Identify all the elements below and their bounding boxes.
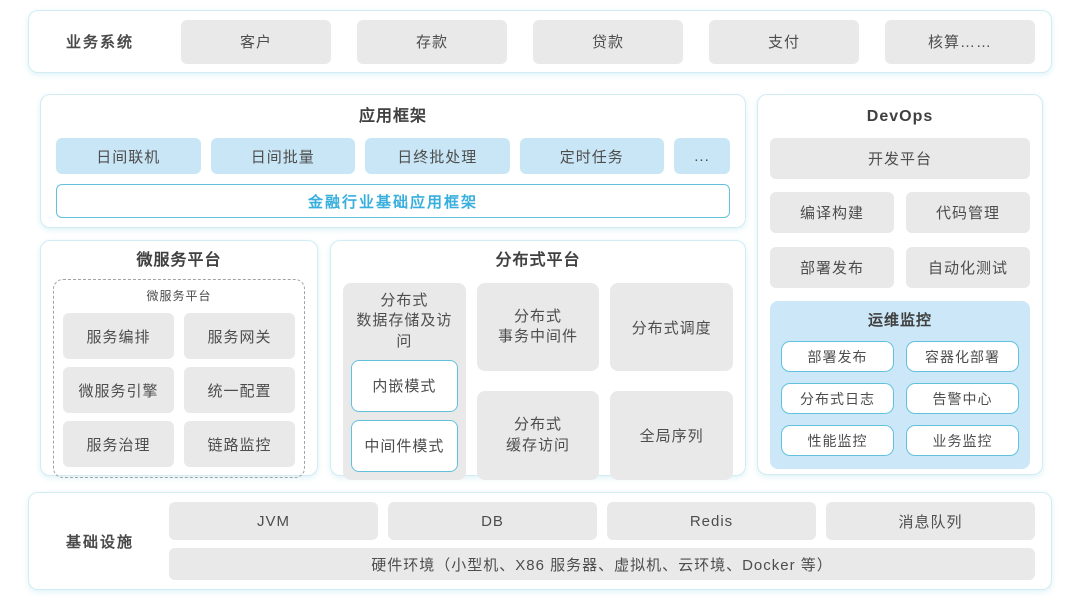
microservice-inner-title: 微服务平台: [146, 289, 212, 303]
devops-panel: DevOps 开发平台 编译构建 代码管理 部署发布 自动化测试 运维监控 部署…: [757, 94, 1043, 475]
af-item-eod-batch: 日终批处理: [365, 138, 510, 174]
monitor-item-biz-monitor: 业务监控: [906, 425, 1019, 456]
ms-item-service-governance: 服务治理: [63, 421, 174, 467]
ds-middle-column: 分布式 事务中间件 分布式 缓存访问: [476, 283, 600, 480]
ds-cache-access: 分布式 缓存访问: [476, 391, 600, 480]
ds-global-sequence: 全局序列: [610, 391, 733, 480]
distributed-grid: 分布式 数据存储及访问 内嵌模式 中间件模式 分布式 事务中间件 分布式 缓存访…: [343, 283, 733, 480]
monitor-item-deploy-release: 部署发布: [781, 341, 894, 372]
business-item-customer: 客户: [181, 19, 331, 64]
infrastructure-panel: 基础设施 JVM DB Redis 消息队列 硬件环境（小型机、X86 服务器、…: [28, 492, 1052, 590]
devops-item-build: 编译构建: [770, 192, 894, 233]
infra-item-db: DB: [388, 502, 597, 540]
business-systems-panel: 业务系统 客户 存款 贷款 支付 核算……: [28, 10, 1052, 73]
app-framework-panel: 应用框架 日间联机 日间批量 日终批处理 定时任务 ... 金融行业基础应用框架: [40, 94, 746, 228]
microservice-inner-box: 微服务平台 服务编排 服务网关 微服务引擎 统一配置 服务治理 链路监控: [53, 279, 305, 478]
ds-tx-middleware: 分布式 事务中间件: [476, 283, 600, 372]
infra-item-jvm: JVM: [169, 502, 378, 540]
microservice-platform-title: 微服务平台: [136, 252, 222, 269]
infrastructure-content: JVM DB Redis 消息队列 硬件环境（小型机、X86 服务器、虚拟机、云…: [169, 502, 1035, 580]
finance-base-framework-bar: 金融行业基础应用框架: [56, 184, 730, 218]
af-item-daytime-batch: 日间批量: [210, 138, 355, 174]
business-systems-label: 业务系统: [65, 34, 134, 51]
business-item-payment: 支付: [709, 19, 859, 64]
monitor-item-container-deploy: 容器化部署: [906, 341, 1019, 372]
ms-item-service-orchestration: 服务编排: [63, 313, 174, 359]
ms-item-unified-config: 统一配置: [184, 367, 295, 413]
devops-item-auto-test: 自动化测试: [906, 247, 1030, 288]
ds-scheduling: 分布式调度: [610, 283, 733, 372]
infrastructure-label: 基础设施: [65, 533, 134, 551]
distributed-platform-panel: 分布式平台 分布式 数据存储及访问 内嵌模式 中间件模式 分布式 事务中间件 分…: [330, 240, 746, 480]
ops-monitor-items: 部署发布 容器化部署 分布式日志 告警中心 性能监控 业务监控: [781, 341, 1019, 456]
devops-item-deploy: 部署发布: [770, 247, 894, 288]
microservice-platform-panel: 微服务平台 微服务平台 服务编排 服务网关 微服务引擎 统一配置 服务治理 链路…: [40, 240, 318, 478]
ds-embedded-mode: 内嵌模式: [351, 359, 458, 412]
ops-monitor-title: 运维监控: [867, 312, 932, 329]
monitor-item-alert-center: 告警中心: [906, 383, 1019, 414]
ds-data-storage-box: 分布式 数据存储及访问 内嵌模式 中间件模式: [343, 283, 466, 480]
business-item-deposit: 存款: [357, 19, 507, 64]
distributed-platform-title: 分布式平台: [495, 252, 581, 269]
ds-right-column: 分布式调度 全局序列: [610, 283, 733, 480]
app-framework-items: 日间联机 日间批量 日终批处理 定时任务 ...: [56, 138, 730, 174]
infrastructure-items: JVM DB Redis 消息队列: [169, 502, 1035, 540]
ops-monitor-panel: 运维监控 部署发布 容器化部署 分布式日志 告警中心 性能监控 业务监控: [770, 301, 1030, 469]
af-item-daytime-online: 日间联机: [56, 138, 201, 174]
devops-dev-platform: 开发平台: [770, 138, 1030, 179]
microservice-items: 服务编排 服务网关 微服务引擎 统一配置 服务治理 链路监控: [63, 313, 295, 467]
ds-data-storage-label: 分布式 数据存储及访问: [356, 292, 453, 350]
ms-item-microservice-engine: 微服务引擎: [63, 367, 174, 413]
infra-hardware-env: 硬件环境（小型机、X86 服务器、虚拟机、云环境、Docker 等）: [169, 548, 1035, 580]
monitor-item-distributed-log: 分布式日志: [781, 383, 894, 414]
devops-title: DevOps: [866, 108, 934, 125]
infra-item-mq: 消息队列: [826, 502, 1035, 540]
ms-item-trace-monitor: 链路监控: [184, 421, 295, 467]
business-item-loan: 贷款: [533, 19, 683, 64]
ms-item-service-gateway: 服务网关: [184, 313, 295, 359]
devops-item-code-mgmt: 代码管理: [906, 192, 1030, 233]
app-framework-title: 应用框架: [358, 108, 427, 125]
devops-items: 编译构建 代码管理 部署发布 自动化测试: [770, 192, 1030, 288]
af-item-more: ...: [674, 138, 730, 174]
business-item-accounting: 核算……: [885, 19, 1035, 64]
infra-item-redis: Redis: [607, 502, 816, 540]
monitor-item-perf-monitor: 性能监控: [781, 425, 894, 456]
ds-middleware-mode: 中间件模式: [351, 419, 458, 472]
af-item-scheduled-task: 定时任务: [519, 138, 664, 174]
